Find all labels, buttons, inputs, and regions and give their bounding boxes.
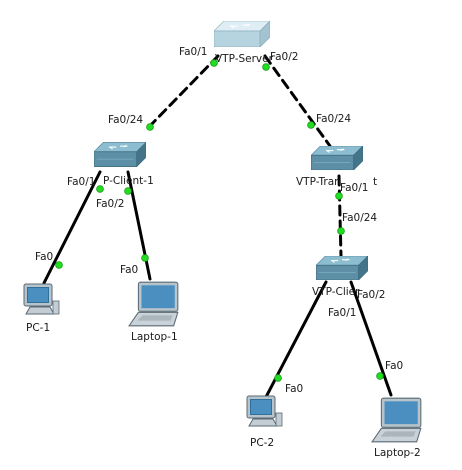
port-label: Fa0/1 (340, 182, 368, 194)
port-label: Fa0 (285, 383, 303, 395)
port-led (55, 261, 63, 269)
port-led (96, 185, 104, 193)
device-label-laptop-2: Laptop-2 (374, 447, 421, 459)
port-label: Fa0/24 (108, 114, 143, 126)
port-label: Fa0 (120, 264, 138, 276)
port-led (146, 123, 154, 131)
device-label-vtp-server: VTP-Server (215, 53, 274, 65)
device-label-vtp-client-1: P-Client-1 (103, 175, 154, 187)
vtp-transparent-switch-icon[interactable] (311, 146, 363, 170)
vtp-client-1-switch-icon[interactable] (94, 142, 146, 167)
port-led (307, 121, 315, 129)
link-client2-laptop2 (349, 280, 393, 397)
port-label: Fa0 (385, 360, 403, 372)
link-client1-pc1 (42, 170, 102, 285)
laptop-2-icon[interactable] (371, 397, 422, 443)
device-label-pc-1: PC-1 (26, 322, 50, 334)
device-label-vtp-transparent-suffix: t (373, 176, 377, 188)
port-led (337, 227, 345, 235)
link-server-transparent (263, 54, 332, 148)
pc-1-icon[interactable] (23, 283, 60, 315)
port-led (262, 63, 270, 71)
vtp-client-2-switch-icon[interactable] (316, 256, 368, 280)
port-led (274, 374, 282, 382)
port-led (141, 254, 149, 262)
port-label: Fa0/1 (328, 307, 356, 319)
port-label: Fa0/2 (270, 51, 298, 63)
link-server-client1 (144, 54, 220, 132)
port-label: Fa0/24 (342, 212, 377, 224)
port-led (376, 372, 384, 380)
device-label-vtp-transparent: VTP-Tran (296, 176, 341, 188)
port-label: Fa0/1 (179, 46, 207, 58)
device-label-pc-2: PC-2 (250, 437, 274, 449)
port-label: Fa0/2 (96, 198, 124, 210)
port-label: Fa0/2 (357, 289, 385, 301)
port-led (335, 192, 343, 200)
device-label-laptop-1: Laptop-1 (131, 331, 178, 343)
laptop-1-icon[interactable] (128, 281, 179, 327)
device-label-vtp-client-2: VTP-Clier (312, 286, 360, 298)
port-led (210, 59, 218, 67)
link-client1-laptop1 (126, 170, 152, 281)
pc-2-icon[interactable] (246, 395, 283, 427)
port-led (124, 187, 132, 195)
port-label: Fa0/1 (67, 176, 95, 188)
port-label: Fa0/24 (316, 113, 351, 125)
vtp-server-switch-icon[interactable] (214, 21, 270, 47)
port-label: Fa0 (35, 251, 53, 263)
link-transparent-client2 (337, 174, 343, 258)
